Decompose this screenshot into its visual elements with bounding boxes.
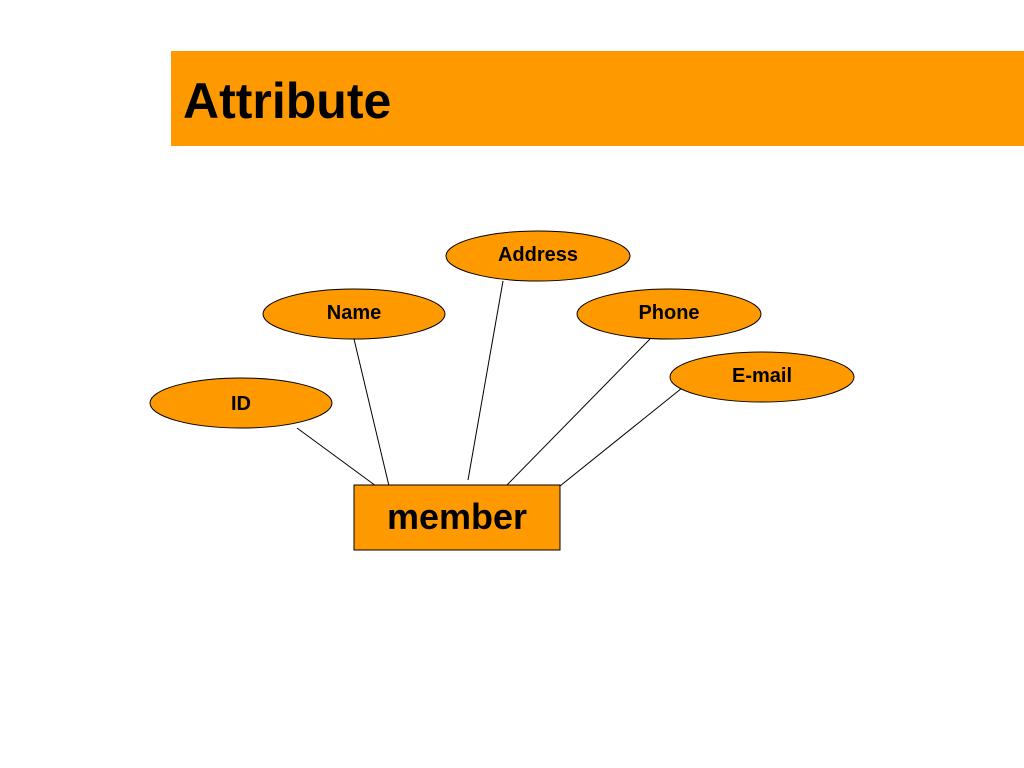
attribute-label: Address (498, 244, 578, 266)
title-bar: Attribute (171, 51, 1024, 146)
attribute-label: Phone (638, 302, 699, 324)
attribute-ellipse (149, 377, 333, 429)
attribute-address: Address (445, 230, 631, 282)
attribute-ellipse (669, 351, 855, 403)
entity-box (353, 484, 561, 551)
attribute-ellipse (445, 230, 631, 282)
attribute-ellipse (262, 288, 446, 340)
connector-address (467, 280, 504, 481)
entity-member: member (353, 484, 561, 551)
attribute-ellipse (576, 288, 762, 340)
connector-email (559, 387, 683, 487)
connector-name (353, 338, 390, 487)
connector-lines (296, 280, 683, 487)
slide-title: Attribute (183, 73, 392, 129)
attribute-label: Name (327, 302, 381, 324)
attribute-label: ID (231, 393, 251, 415)
connector-phone (505, 338, 651, 487)
attribute-email: E-mail (669, 351, 855, 403)
attribute-name: Name (262, 288, 446, 340)
attribute-id: ID (149, 377, 333, 429)
attribute-phone: Phone (576, 288, 762, 340)
attribute-label: E-mail (732, 365, 792, 387)
connector-id (296, 427, 377, 487)
entity-label: member (387, 496, 527, 537)
